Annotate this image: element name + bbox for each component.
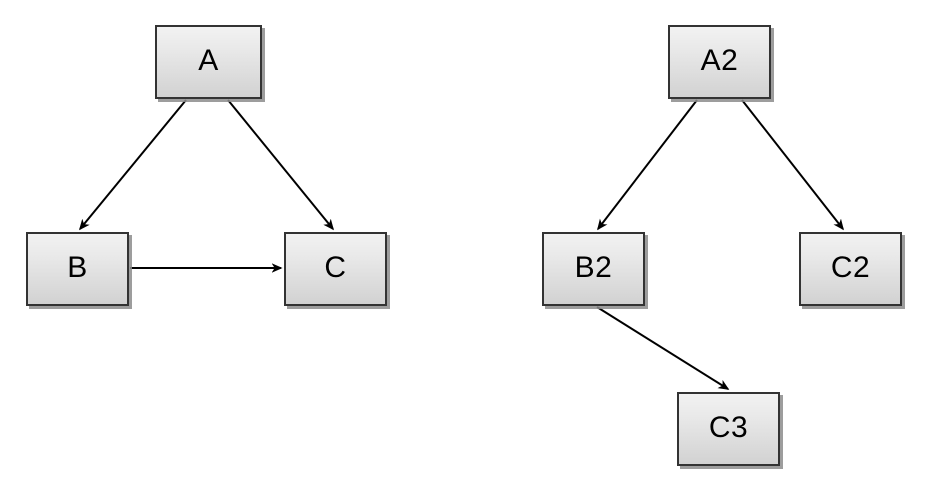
node-label: A xyxy=(198,44,219,77)
node-label: A2 xyxy=(700,44,739,77)
node-c3[interactable]: C3 xyxy=(677,392,780,466)
node-label: B xyxy=(67,251,88,284)
node-b[interactable]: B xyxy=(26,232,129,306)
edge-a-to-c xyxy=(227,99,333,229)
node-label: C3 xyxy=(708,411,749,444)
node-c2[interactable]: C2 xyxy=(799,232,902,306)
edge-a2-to-b2 xyxy=(598,99,698,229)
node-c[interactable]: C xyxy=(284,232,387,306)
edge-a2-to-c2 xyxy=(741,99,843,229)
node-label: B2 xyxy=(574,251,613,284)
node-label: C xyxy=(324,251,347,284)
edges-group xyxy=(80,99,843,390)
node-a[interactable]: A xyxy=(155,25,262,99)
node-b2[interactable]: B2 xyxy=(542,232,645,306)
edge-a-to-b xyxy=(80,99,187,229)
node-a2[interactable]: A2 xyxy=(668,25,771,99)
node-label: C2 xyxy=(830,251,871,284)
edge-b2-to-c3 xyxy=(596,306,728,390)
